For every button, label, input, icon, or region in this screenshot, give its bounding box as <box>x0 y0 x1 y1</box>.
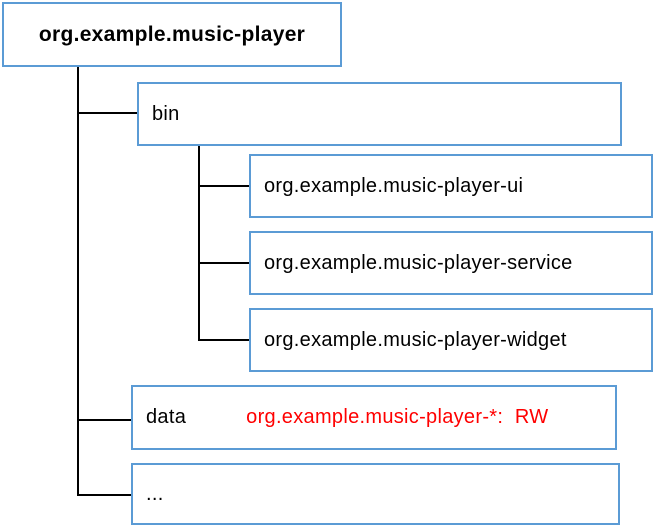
root-package-node: org.example.music-player <box>2 2 342 67</box>
root-package-label: org.example.music-player <box>38 22 306 46</box>
bin-children-vertical-connector-line <box>198 146 200 341</box>
widget-connector-line <box>198 339 249 341</box>
music-player-ui-label: org.example.music-player-ui <box>264 174 524 197</box>
data-directory-label: data <box>146 406 187 428</box>
music-player-widget-node: org.example.music-player-widget <box>249 308 653 372</box>
bin-directory-label: bin <box>152 102 180 125</box>
service-connector-line <box>198 262 249 264</box>
ellipsis-label: ... <box>146 482 164 505</box>
data-permission-annotation: org.example.music-player-*: RW <box>246 406 549 428</box>
ellipsis-connector-line <box>77 494 131 496</box>
music-player-widget-label: org.example.music-player-widget <box>264 328 567 351</box>
bin-directory-node: bin <box>137 82 622 146</box>
bin-connector-line <box>77 112 137 114</box>
data-directory-node: data org.example.music-player-*: RW <box>131 385 617 450</box>
music-player-service-label: org.example.music-player-service <box>264 251 573 274</box>
music-player-ui-node: org.example.music-player-ui <box>249 154 653 218</box>
music-player-service-node: org.example.music-player-service <box>249 231 653 295</box>
root-vertical-connector-line <box>77 67 79 496</box>
ui-connector-line <box>198 185 249 187</box>
ellipsis-node: ... <box>131 463 620 525</box>
data-connector-line <box>77 419 131 421</box>
